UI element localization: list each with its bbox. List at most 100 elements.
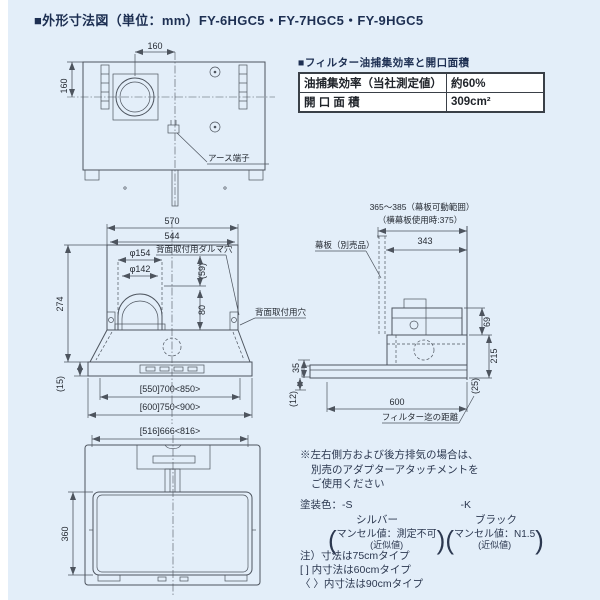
dim-600-line (326, 382, 468, 412)
dim-570 (106, 224, 239, 245)
dim-160-top (134, 49, 175, 76)
dim-inner-width-text: [550]700<850> (140, 384, 201, 394)
size-note-75: 注）寸法は75cmタイプ (300, 550, 410, 562)
paren-close-icon: ) (535, 525, 544, 555)
table-row: 開 口 面 積 309cm² (298, 92, 545, 113)
front-view-drawing: 570 544 φ154 φ142 (59) (55, 216, 307, 424)
dim-59 (164, 256, 206, 287)
makuita-label: 幕板（別売品） (315, 240, 375, 250)
filter-table: 油捕集効率（当社測定値） 約60% 開 口 面 積 309cm² (298, 72, 545, 113)
daruma-hole-leader (108, 254, 240, 323)
dim-12-text: (12) (288, 391, 298, 407)
side-view-drawing: 365～385（幕板可動範囲） （横幕板使用時:375） 343 幕板（別売品） (288, 202, 499, 424)
top-view-body (82, 61, 266, 207)
bottom-body (84, 444, 261, 586)
filter-table-heading: ■フィルター油捕集効率と開口面積 (298, 57, 470, 69)
paint-color-line1: 塗装色： -S -K (300, 498, 544, 513)
dim-360-text: 360 (60, 526, 70, 541)
munsell-black: マンセル値：N1.5 (近似値) (454, 529, 535, 551)
paren-open-icon: ( (445, 525, 455, 555)
filter-panel (89, 491, 256, 576)
filter-efficiency-value: 約60% (446, 72, 545, 93)
dim-range-text: 365～385（幕板可動範囲） (370, 202, 475, 212)
filter-distance-leader (382, 395, 475, 424)
exhaust-note-line3: ご使用ください (311, 478, 385, 490)
dim-274-text: 274 (55, 296, 65, 311)
opening-area-label: 開 口 面 積 (298, 92, 447, 113)
dim-544-text: 544 (164, 231, 179, 241)
size-type-notes: 注）寸法は75cmタイプ [ ] 内寸法は60cmタイプ 〈 〉内寸法は90cm… (300, 549, 423, 591)
exhaust-note: ※左右側方および後方排気の場合は、 別売のアダプターアタッチメントを ご使用くだ… (300, 448, 479, 492)
paint-code-k: -K (460, 499, 472, 511)
bottom-width-text: [516]666<816> (140, 426, 201, 436)
dim-35-line (298, 359, 310, 378)
dim-80-text: 80 (197, 305, 207, 315)
dim-12-line (295, 378, 306, 391)
page-left-margin (0, 0, 8, 600)
dim-69-line (464, 307, 485, 335)
munsell-silver-value: マンセル値：測定不可 (336, 529, 437, 540)
dim-outer-width-text: [600]750<900> (140, 402, 201, 412)
dim-600-text: 600 (389, 397, 404, 407)
screw-symbols (209, 66, 221, 133)
opening-area-value: 309cm² (446, 92, 545, 113)
dim-phi154-text: φ154 (130, 248, 151, 258)
side-body (386, 334, 468, 366)
munsell-silver-approx: (近似値) (370, 540, 404, 550)
dim-25-text: (25) (470, 378, 480, 394)
dim-570-text: 570 (164, 216, 179, 226)
paint-code-s: -S (342, 499, 353, 511)
size-note-60: [ ] 内寸法は60cmタイプ (300, 564, 411, 576)
filter-efficiency-label: 油捕集効率（当社測定値） (298, 72, 447, 93)
paint-color-line3: ( マンセル値：測定不可 (近似値) ) ( マンセル値：N1.5 (近似値) … (328, 527, 544, 553)
munsell-silver: マンセル値：測定不可 (近似値) (337, 529, 437, 551)
front-body (87, 329, 253, 377)
rear-hole-label: 背面取付用穴 (255, 307, 307, 317)
earth-terminal-label: アース端子 (208, 153, 250, 163)
munsell-black-value: マンセル値：N1.5 (454, 529, 536, 540)
dim-274 (64, 244, 107, 363)
filter-distance-label: フィルター迄の距離 (382, 412, 459, 422)
paint-color-line2: シルバー ブラック (300, 513, 544, 528)
paint-name-black: ブラック (475, 513, 517, 526)
side-bottom-panel (301, 364, 468, 379)
dim-35-text: 35 (291, 363, 301, 373)
dim-360-line (68, 491, 93, 576)
dim-343-text: 343 (417, 236, 432, 246)
makuita-leader (315, 250, 382, 279)
front-housing (106, 244, 239, 331)
dim-phi154 (117, 257, 163, 314)
exhaust-note-line2: 別売のアダプターアタッチメントを (311, 463, 479, 476)
dim-215-line (469, 334, 492, 379)
daruma-hole-label: 背面取付用ダルマ穴 (156, 244, 233, 254)
dim-160-left (67, 61, 85, 97)
dim-160-left-text: 160 (59, 78, 69, 93)
paint-color-label: 塗装色： (300, 499, 342, 511)
paren-close-icon: ) (436, 525, 446, 555)
dim-215-text: 215 (489, 348, 499, 363)
top-view-drawing: アース端子 160 160 (59, 41, 275, 207)
dim-inner-width (99, 378, 241, 400)
dim-outer-width (87, 378, 253, 418)
filter-table-block: ■フィルター油捕集効率と開口面積 油捕集効率（当社測定値） 約60% 開 口 面… (298, 55, 576, 113)
top-view-centerlines (67, 52, 275, 206)
dim-160-top-text: 160 (147, 41, 162, 51)
dim-59-text: (59) (197, 263, 207, 279)
earth-terminal (167, 120, 269, 165)
dim-69-text: 69 (482, 317, 492, 327)
paint-color-block: 塗装色： -S -K シルバー ブラック ( マンセル値：測定不可 (近似値) … (300, 498, 544, 553)
page-title: ■外形寸法図（単位：mm）FY-6HGC5・FY-7HGC5・FY-9HGC5 (34, 13, 424, 28)
paren-open-icon: ( (328, 525, 337, 555)
motor-unit (391, 298, 463, 336)
dim-15-text: (15) (55, 376, 65, 392)
makuita-panel (377, 235, 387, 335)
exhaust-note-line1: ※左右側方および後方排気の場合は、 (300, 449, 479, 461)
table-row: 油捕集効率（当社測定値） 約60% (298, 72, 545, 93)
dim-range2-text: （横幕板使用時:375） (378, 215, 463, 225)
dim-phi142-text: φ142 (130, 264, 151, 274)
dim-15 (74, 362, 88, 377)
size-note-90: 〈 〉内寸法は90cmタイプ (300, 578, 424, 590)
rear-hole-leader (239, 317, 306, 326)
munsell-black-approx: (近似値) (478, 540, 512, 550)
